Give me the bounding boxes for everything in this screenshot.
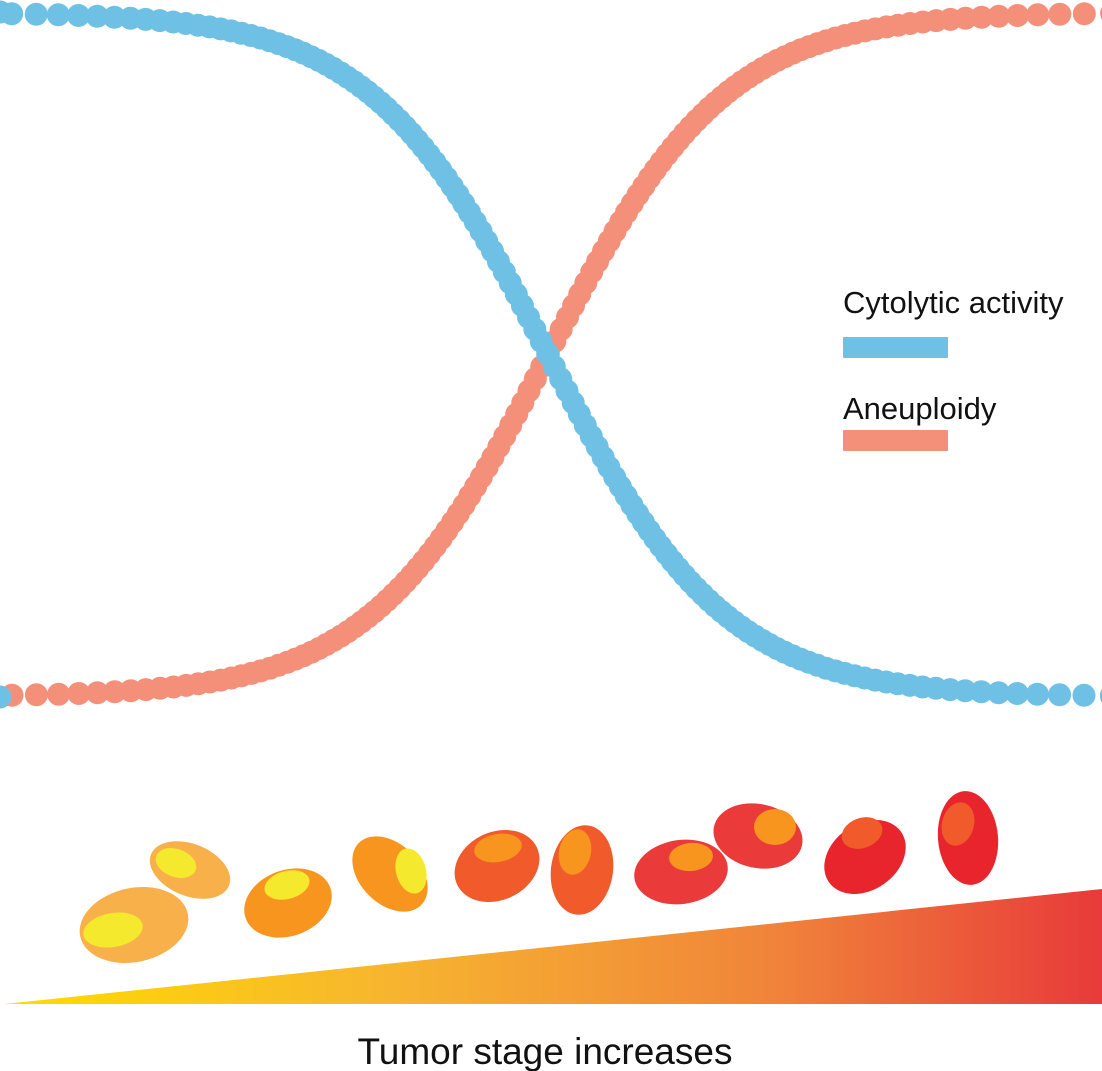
tumor-cell-4 [352,836,428,912]
aneuploidy-curve-dot [67,682,91,705]
tumor-cell-6 [550,825,614,915]
aneuploidy-curve-dot [1072,2,1096,26]
aneuploidy-curve-dot [103,680,127,704]
cytolytic-activity-curve-dot [1099,689,1102,703]
aneuploidy-curve-dot [47,682,71,706]
legend-swatch-cytolytic-activity [843,337,948,358]
tumor-cell-3 [244,868,332,938]
cytolytic-activity-curve-dot [1072,683,1096,707]
cytolytic-activity-curve-dot [0,685,12,709]
cytolytic-activity-curve-dot [1048,683,1072,707]
cytolytic-activity-curve-dot [0,2,24,26]
tumor-cell-8 [713,803,803,869]
aneuploidy-curve-dot [1048,2,1072,26]
cytolytic-activity-curve [0,0,1102,709]
tumor-cell-5 [454,830,540,902]
caption-tumor-stage-increases: Tumor stage increases [358,1031,733,1071]
tumor-cell-1 [79,887,189,963]
cytolytic-activity-curve-dot [24,2,48,26]
tumor-cells [79,791,999,963]
aneuploidy-curve-dot [24,683,48,707]
legend-label-cytolytic-activity: Cytolytic activity [843,285,1064,320]
legend-swatch-aneuploidy [843,430,948,451]
cytolytic-activity-curve-dot [1005,682,1029,705]
aneuploidy-curve-dot [85,681,109,705]
cytolytic-activity-curve-dot [46,3,70,27]
tumor-cell-7 [634,839,728,905]
cytolytic-activity-curve-dot [969,680,993,704]
tumor-cell-10 [937,791,999,885]
cytolytic-activity-curve-dot [85,4,109,28]
legend-label-aneuploidy: Aneuploidy [843,391,997,426]
aneuploidy-curve [0,0,1102,709]
cytolytic-activity-curve-dot [987,681,1011,705]
aneuploidy-curve-dot [1026,3,1050,27]
aneuploidy-curve-dot [1006,4,1029,27]
tumor-cell-9 [824,817,906,894]
tumor-stage-gradient-wedge [4,889,1102,1004]
legend: Cytolytic activity Aneuploidy [843,285,1064,451]
tumor-cell-2 [149,841,231,899]
cytolytic-activity-curve-dot [1025,682,1049,706]
cytolytic-activity-curve-dot [67,4,90,27]
aneuploidy-curve-dot [987,4,1011,28]
